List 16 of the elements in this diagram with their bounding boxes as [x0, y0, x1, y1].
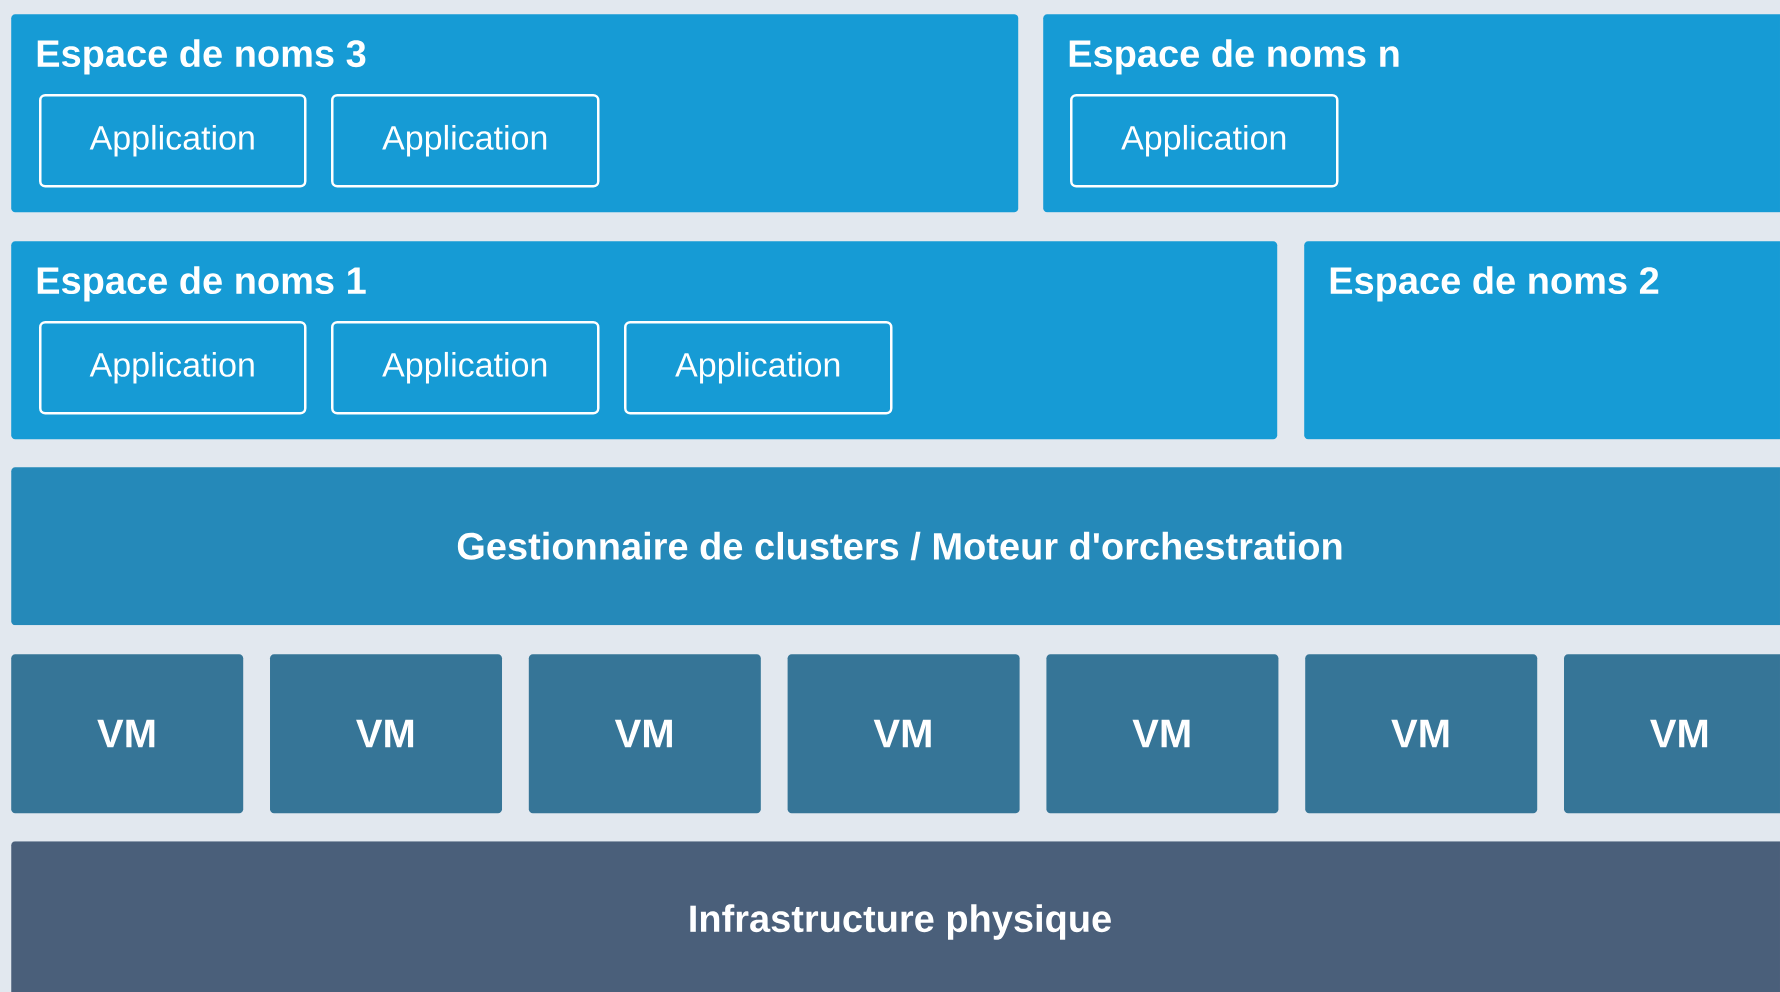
vm-box: VM [787, 654, 1020, 814]
vm-box: VM [11, 654, 244, 814]
namespace-panel: Espace de noms 2 [1304, 241, 1780, 440]
orchestration-layer: Gestionnaire de clusters / Moteur d'orchestration [11, 467, 1780, 626]
vm-box: VM [270, 654, 502, 814]
application-box: Application [331, 94, 600, 188]
application-box: Application [624, 321, 893, 415]
application-box: Application [39, 94, 307, 188]
vm-box: VM [528, 654, 761, 814]
vm-box: VM [1305, 654, 1538, 814]
application-box: Application [1070, 94, 1339, 188]
vm-box: VM [1564, 654, 1780, 814]
vm-box: VM [1046, 654, 1279, 814]
application-box: Application [39, 321, 307, 415]
application-box: Application [331, 321, 600, 415]
infrastructure-layer: Infrastructure physique [11, 841, 1780, 992]
